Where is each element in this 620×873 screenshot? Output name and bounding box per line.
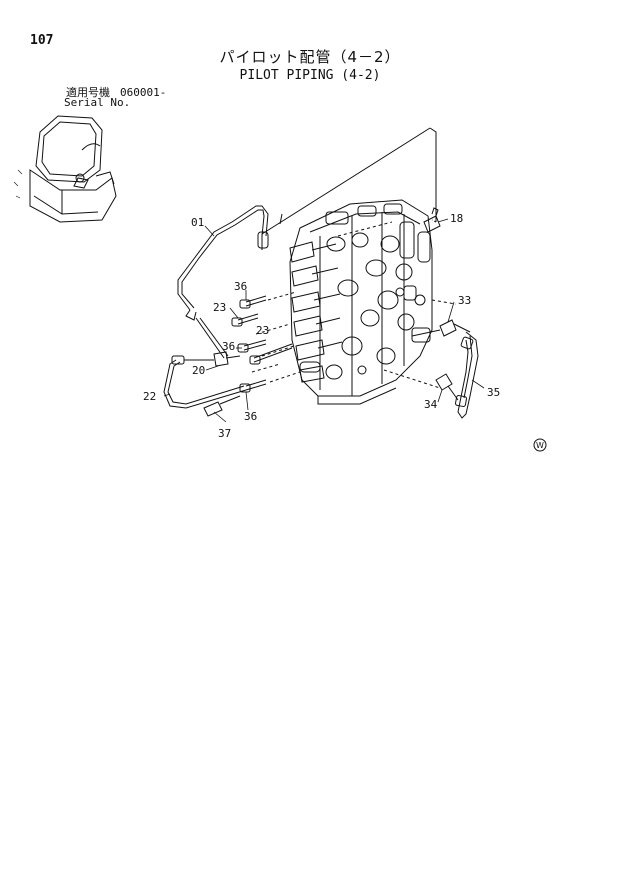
callout-35: 35 <box>487 386 500 399</box>
control-valve <box>289 199 441 405</box>
pipe-01 <box>177 205 269 321</box>
page-title-en: PILOT PIPING (4-2) <box>239 68 381 83</box>
watermark-letter: W <box>536 441 544 450</box>
hose-35-assembly <box>435 319 479 419</box>
serial-value: 060001- <box>120 86 167 99</box>
callout-labels: 01 18 36 23 23 33 36 20 22 36 37 34 35 <box>143 212 500 440</box>
serial-label-en: Serial No. <box>64 96 131 109</box>
callout-34: 34 <box>424 398 438 411</box>
callout-23a: 23 <box>213 301 226 314</box>
watermark-circle: W <box>533 438 547 452</box>
callout-22: 22 <box>143 390 156 403</box>
fittings-cluster <box>195 291 301 393</box>
callout-36b: 36 <box>222 340 235 353</box>
callout-33: 33 <box>458 294 471 307</box>
callout-18: 18 <box>450 212 463 225</box>
callout-37: 37 <box>218 427 231 440</box>
callout-leaders <box>163 218 485 423</box>
fitting-18 <box>423 207 441 233</box>
callout-01: 01 <box>191 216 204 229</box>
callout-36c: 36 <box>244 410 257 423</box>
pipe-22 <box>163 355 247 409</box>
machine-thumbnail <box>13 115 117 223</box>
serial-label-jp: 適用号機 <box>66 86 110 99</box>
fitting-37 <box>203 395 241 417</box>
callout-23b: 23 <box>256 324 269 337</box>
callout-36a: 36 <box>234 280 247 293</box>
page-title-jp: パイロット配管（4－2） <box>219 48 401 66</box>
page-number: 107 <box>30 33 54 48</box>
callout-20: 20 <box>192 364 205 377</box>
